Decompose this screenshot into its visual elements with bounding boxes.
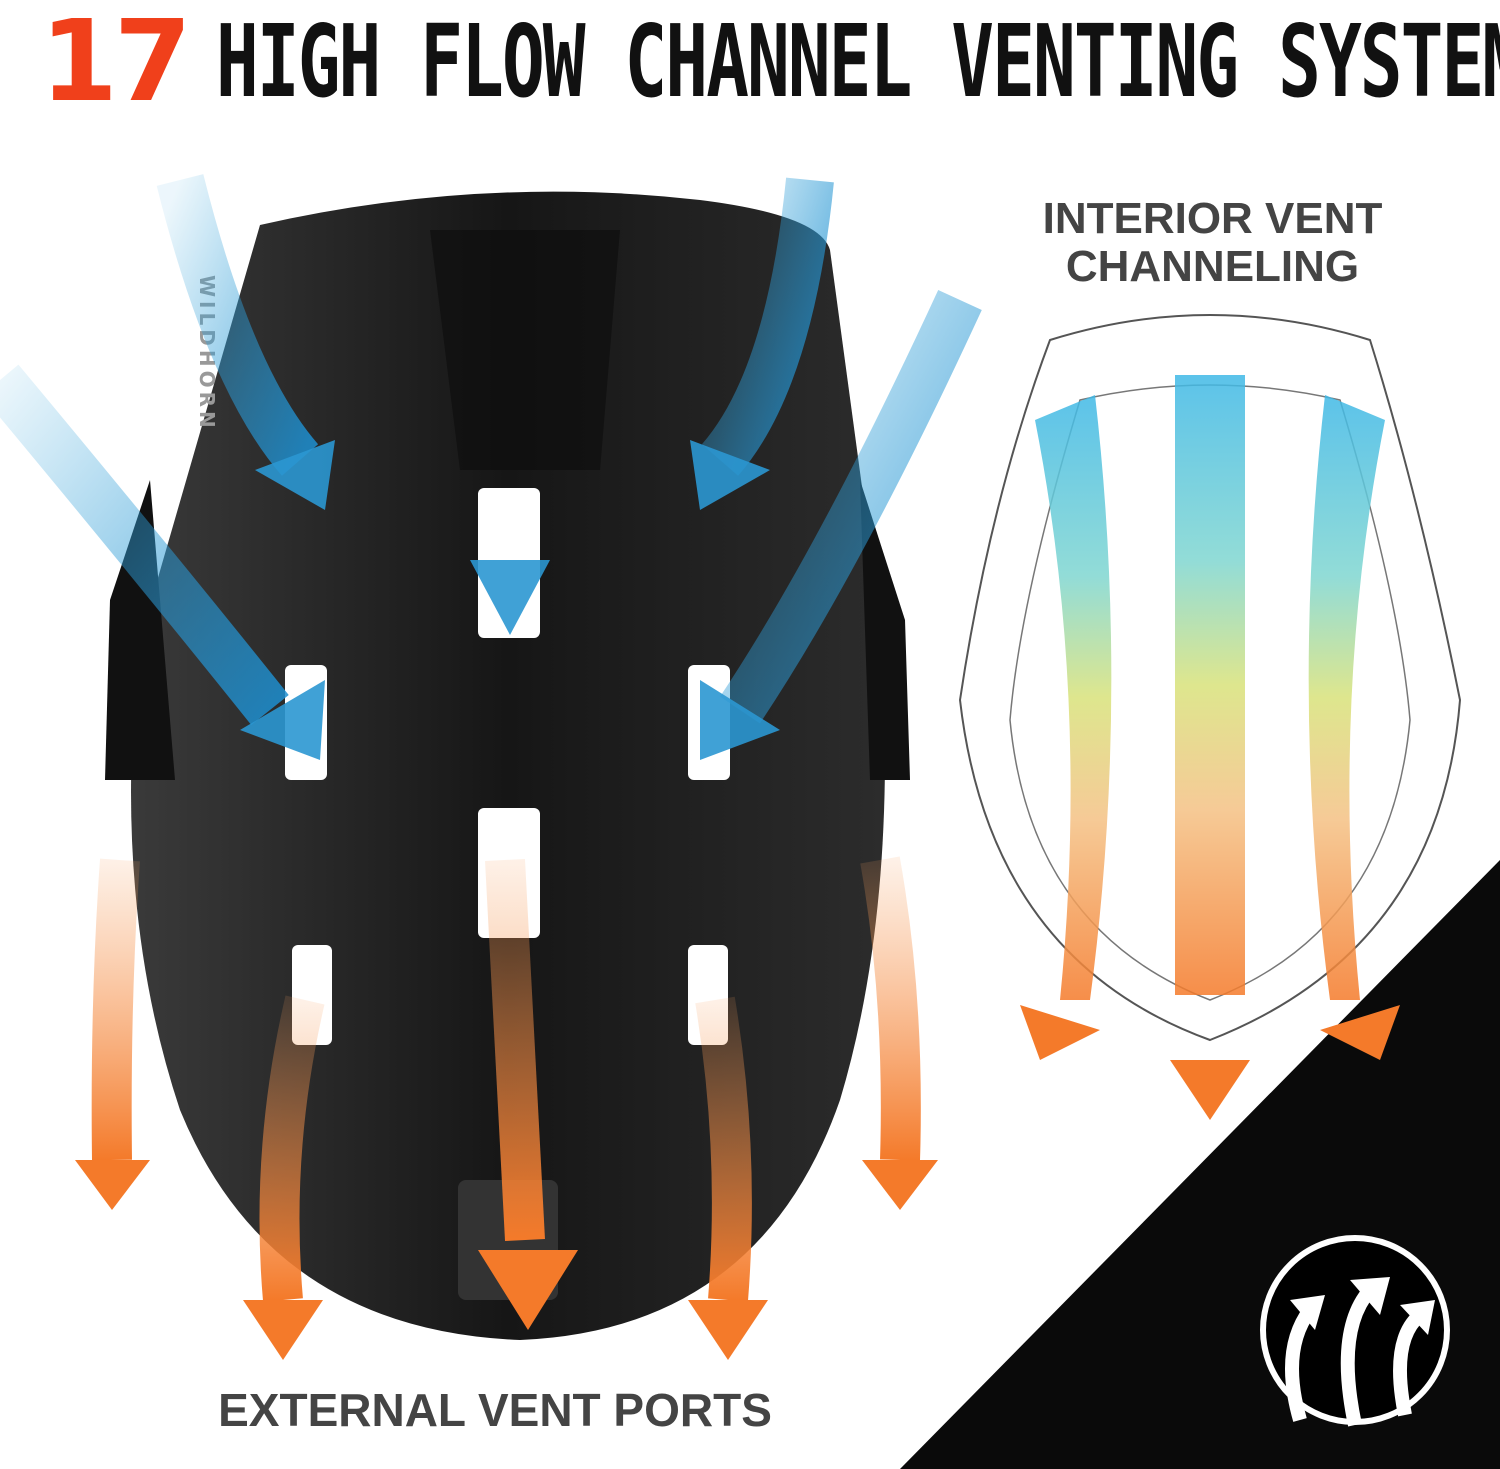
cool-air-arrows (0, 174, 982, 725)
vent-count: 17 (40, 0, 192, 127)
interior-caption-line2: CHANNELING (1065, 242, 1360, 292)
external-caption: EXTERNAL VENT PORTS (218, 1384, 772, 1436)
headline: 17 HIGH FLOW CHANNEL VENTING SYSTEM (40, 0, 1500, 127)
warm-air-arrows (91, 856, 921, 1302)
interior-caption-line1: INTERIOR VENT (1042, 194, 1383, 243)
headline-title: HIGH FLOW CHANNEL VENTING SYSTEM (215, 3, 1500, 121)
interior-diagram (958, 314, 1462, 1120)
airflow-arrows-icon (1260, 1235, 1450, 1427)
interior-caption: INTERIOR VENT CHANNELING (1020, 194, 1405, 292)
